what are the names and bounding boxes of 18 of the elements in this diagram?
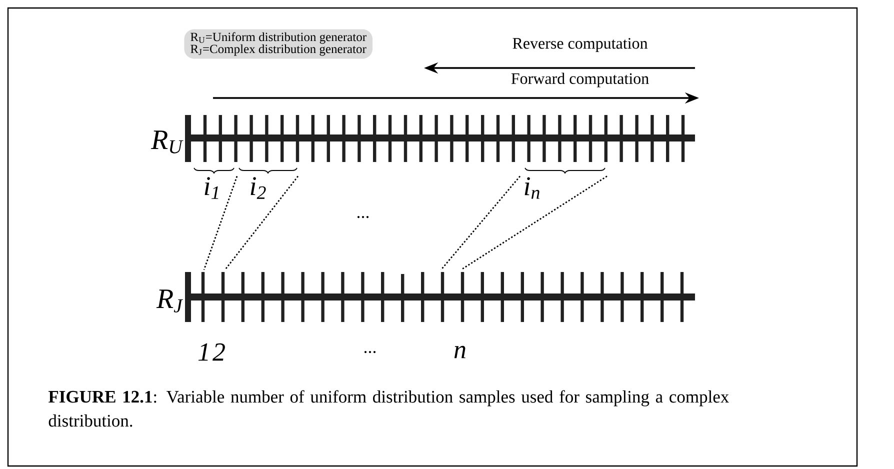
legend-box: R$_{U}$=Uniform distribution generator R$_{J}$=Complex distribution generator [184, 29, 373, 59]
ellipsis: ... [364, 350, 376, 354]
interval-label: i$_{2}$ [250, 177, 266, 199]
figure-caption: FIGURE 12.1: Variable number of uniform distribution samples used for sampling a complex distribution. [48, 390, 729, 427]
ellipsis: ... [357, 216, 369, 218]
direction-label: Forward computation [511, 72, 649, 88]
sample-index: n [454, 346, 466, 358]
ruler-drawing [185, 272, 695, 322]
direction-label: Reverse computation [512, 38, 648, 52]
interval-label: i$_{n}$ [524, 177, 540, 199]
dotted-line [203, 176, 238, 270]
dotted-line [460, 176, 608, 270]
ruler-drawing [185, 115, 695, 162]
interval-label: i$_{1}$ [204, 177, 218, 199]
ruler-label: R$_{J}$ [156, 290, 184, 312]
dotted-line [224, 176, 299, 270]
ruler-label: R$_{U}$ [150, 130, 184, 154]
dotted-line [440, 176, 521, 270]
